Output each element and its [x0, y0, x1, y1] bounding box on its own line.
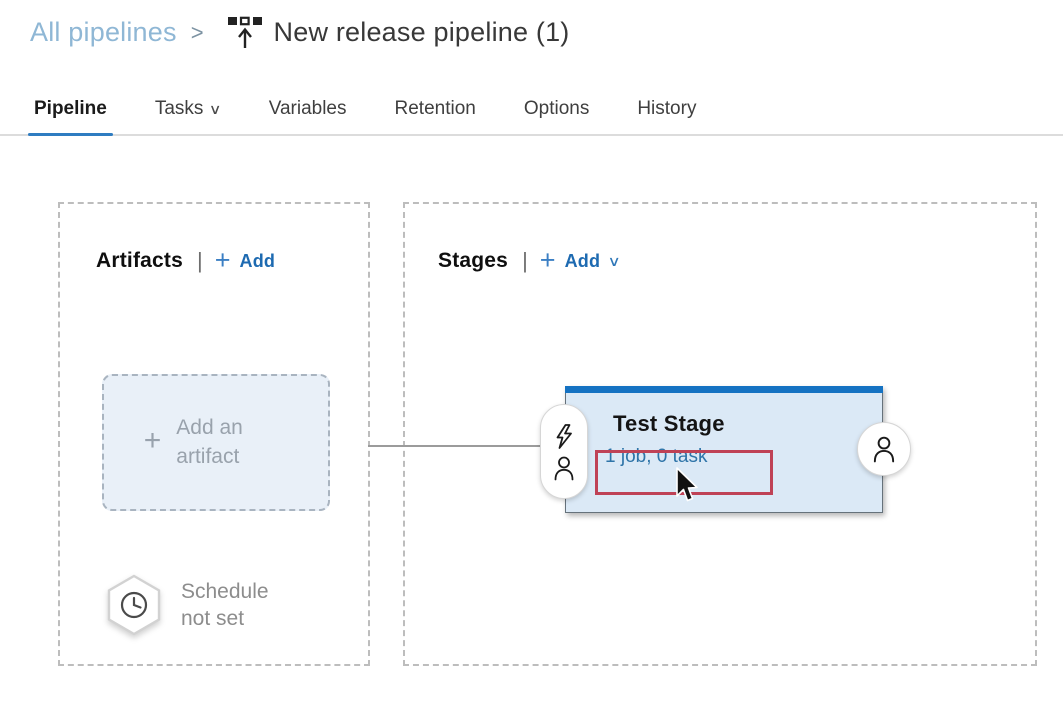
stage-status-bar	[565, 386, 883, 393]
stages-panel-header: Stages | + Add ∨	[438, 245, 621, 275]
tab-history[interactable]: History	[635, 98, 698, 134]
add-artifact-button-label: Add	[239, 250, 276, 271]
post-deployment-conditions-button[interactable]	[857, 422, 911, 476]
add-artifact-placeholder-label: Add an artifact	[176, 415, 243, 468]
breadcrumb: All pipelines > New release pipeline (1)	[30, 10, 570, 54]
tab-options-label: Options	[523, 98, 590, 119]
add-stage-button[interactable]: + Add ∨	[539, 245, 621, 275]
add-artifact-placeholder[interactable]: + Add an artifact	[102, 374, 330, 511]
plus-icon: +	[143, 423, 162, 457]
breadcrumb-chevron-icon: >	[190, 20, 204, 45]
add-stage-button-label: Add	[564, 250, 601, 271]
artifacts-title: Artifacts	[96, 249, 183, 272]
tab-tasks-label: Tasks	[154, 98, 204, 119]
schedule-label-line1: Schedule	[181, 580, 269, 603]
tab-pipeline-label: Pipeline	[34, 98, 107, 119]
tab-variables[interactable]: Variables	[267, 98, 349, 134]
breadcrumb-link-all-pipelines[interactable]: All pipelines	[30, 16, 177, 47]
schedule-label: Schedule not set	[181, 578, 269, 632]
schedule-trigger[interactable]: Schedule not set	[106, 574, 269, 636]
chevron-down-icon: ∨	[607, 252, 621, 269]
schedule-label-line2: not set	[181, 607, 245, 630]
header-divider: |	[197, 248, 203, 273]
tab-tasks[interactable]: Tasks ∨	[153, 98, 223, 134]
tab-variables-label: Variables	[268, 98, 347, 119]
chevron-down-icon: ∨	[209, 101, 222, 117]
plus-icon: +	[214, 245, 231, 275]
lightning-icon	[553, 423, 575, 450]
person-icon	[552, 455, 576, 481]
schedule-hexagon	[106, 574, 162, 636]
tab-bar: Pipeline Tasks ∨ Variables Retention Opti…	[0, 88, 1063, 136]
header-divider: |	[522, 248, 528, 273]
artifacts-panel-header: Artifacts | + Add	[96, 245, 276, 275]
stages-panel: Stages | + Add ∨ Test Stage 1 job, 0 tas…	[403, 202, 1037, 666]
release-pipeline-icon	[226, 15, 264, 51]
stage-jobs-tasks-link[interactable]: 1 job, 0 task	[605, 446, 708, 467]
stages-title: Stages	[438, 249, 509, 272]
add-artifact-button[interactable]: + Add	[214, 245, 276, 275]
tab-retention-label: Retention	[394, 98, 476, 119]
pre-deployment-conditions-button[interactable]	[540, 404, 588, 499]
stage-name: Test Stage	[613, 411, 725, 436]
plus-icon: +	[539, 245, 556, 275]
artifact-stage-connector	[368, 445, 540, 447]
tab-options[interactable]: Options	[522, 98, 591, 134]
tab-retention[interactable]: Retention	[393, 98, 478, 134]
person-icon	[871, 435, 897, 463]
artifacts-panel: Artifacts | + Add + Add an artifact	[58, 202, 370, 666]
clock-icon	[120, 591, 148, 619]
tab-pipeline[interactable]: Pipeline	[28, 98, 113, 136]
stage-card-test-stage[interactable]: Test Stage 1 job, 0 task	[565, 386, 883, 513]
tab-history-label: History	[637, 98, 697, 119]
page-title: New release pipeline (1)	[273, 16, 570, 47]
